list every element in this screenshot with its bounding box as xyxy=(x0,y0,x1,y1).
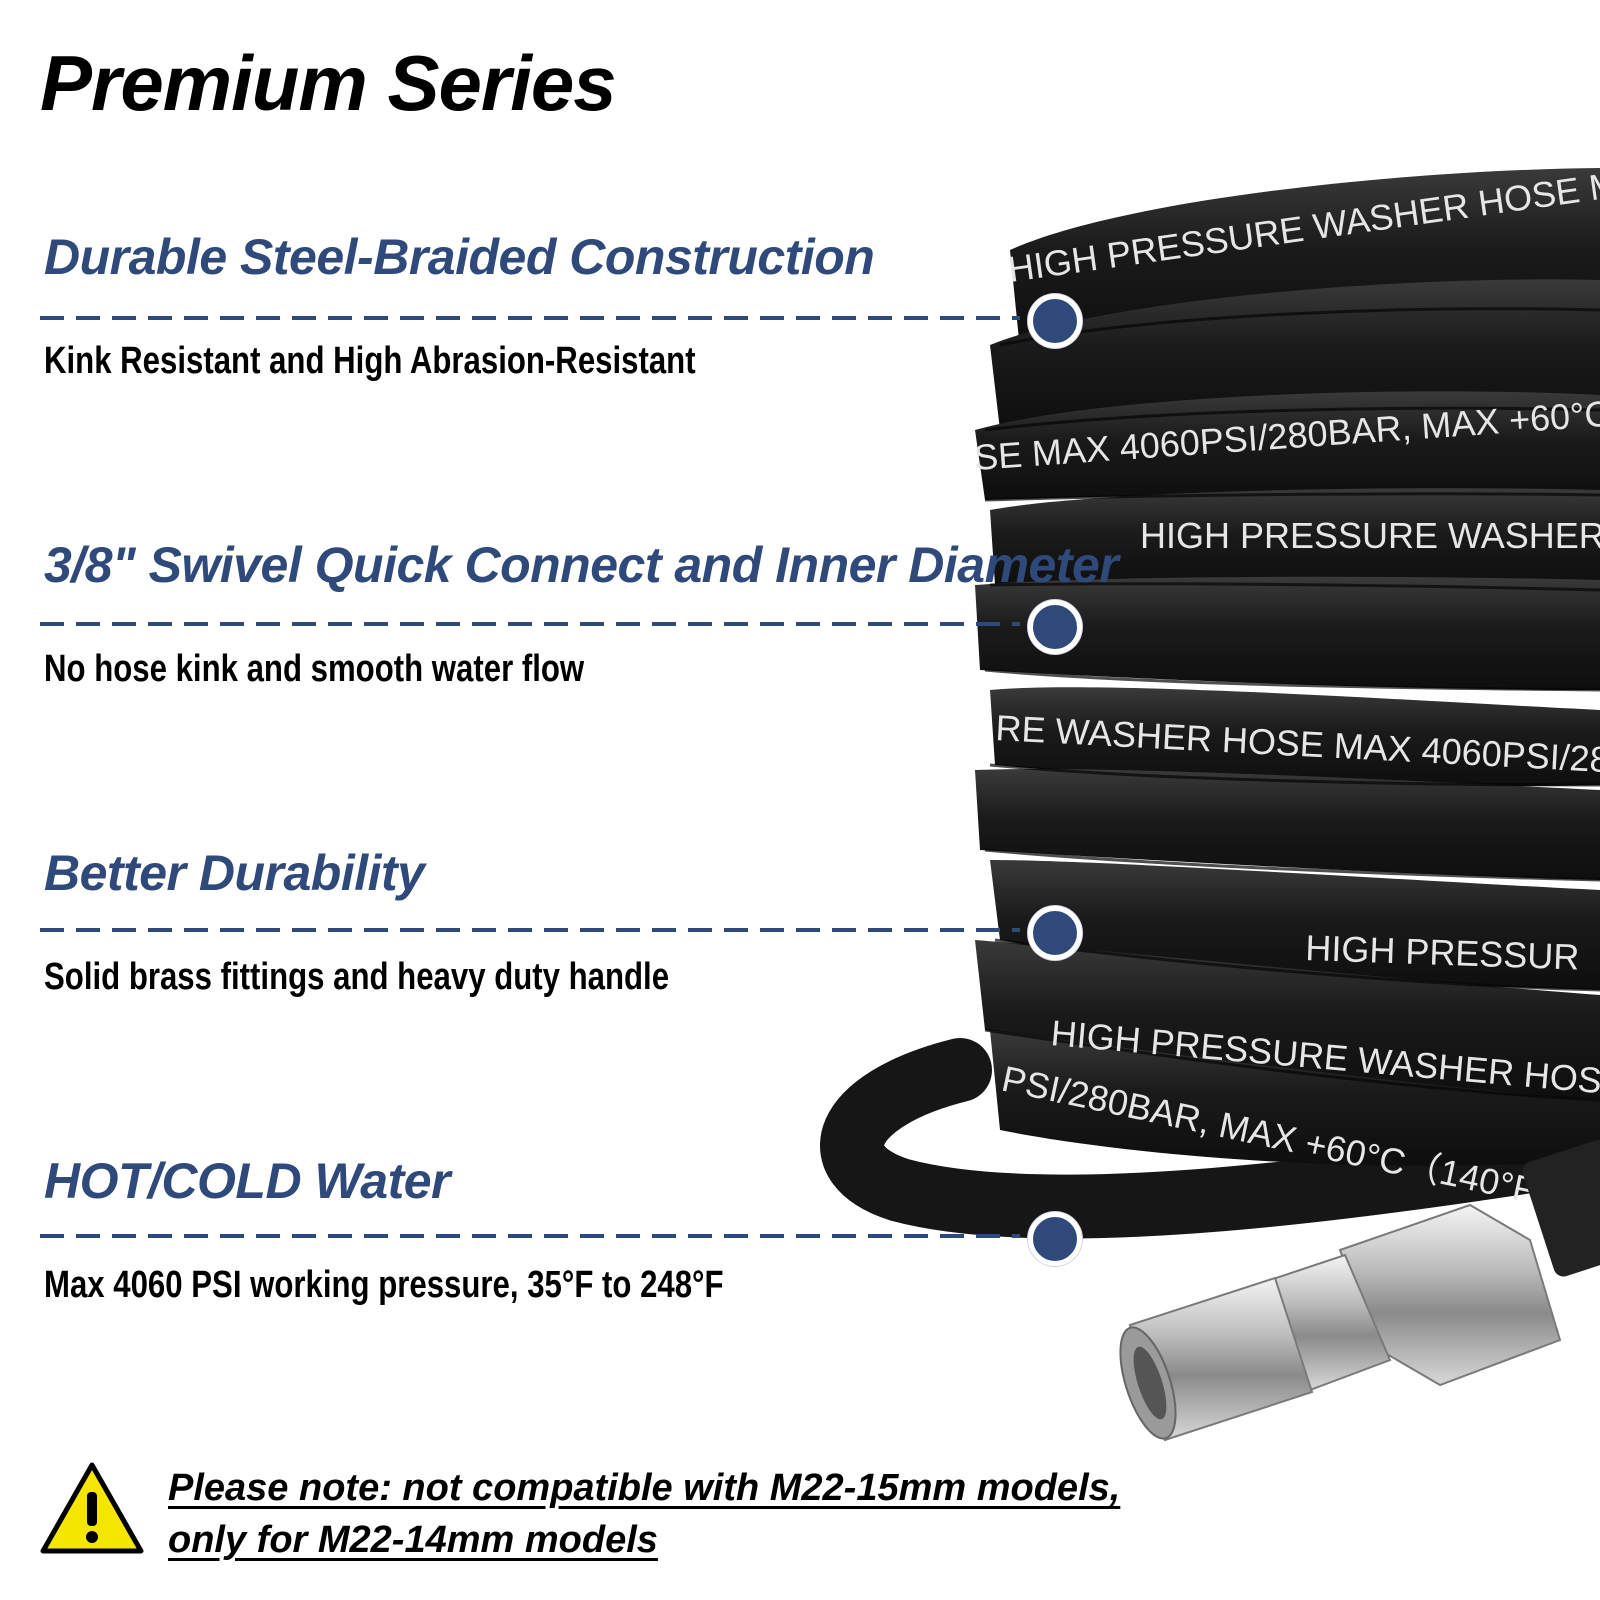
feature-hot-cold: HOT/COLD Water Max 4060 PSI working pres… xyxy=(44,1153,1044,1306)
marker-dot-icon xyxy=(1028,1212,1082,1266)
page-title: Premium Series xyxy=(40,39,617,127)
feature-description: Solid brass fittings and heavy duty hand… xyxy=(44,956,670,998)
feature-description: Max 4060 PSI working pressure, 35°F to 2… xyxy=(44,1264,724,1306)
marker-dot-icon xyxy=(1028,294,1082,348)
hose-loop xyxy=(820,1038,1600,1239)
quick-connect-fitting xyxy=(1119,1139,1600,1442)
hose-print-3: HIGH PRESSURE WASHER xyxy=(1140,515,1600,556)
feature-heading: 3/8" Swivel Quick Connect and Inner Diam… xyxy=(44,537,1119,593)
feature-quick-connect: 3/8" Swivel Quick Connect and Inner Diam… xyxy=(44,537,1119,690)
callout-line xyxy=(40,1234,1020,1238)
feature-durability: Better Durability Solid brass fittings a… xyxy=(44,845,1044,998)
feature-heading: Durable Steel-Braided Construction xyxy=(44,229,875,285)
compatibility-note: Please note: not compatible with M22-15m… xyxy=(168,1462,1120,1566)
marker-dot-icon xyxy=(1028,600,1082,654)
feature-description: No hose kink and smooth water flow xyxy=(44,648,585,690)
feature-heading: Better Durability xyxy=(44,845,425,901)
marker-dot-icon xyxy=(1028,906,1082,960)
hose-print-5: HIGH PRESSUR xyxy=(1305,927,1580,978)
feature-description: Kink Resistant and High Abrasion-Resista… xyxy=(44,340,696,382)
warning-triangle-icon xyxy=(40,1462,144,1554)
note-line-2: only for M22-14mm models xyxy=(168,1519,658,1561)
callout-line xyxy=(40,622,1020,626)
callout-line xyxy=(40,316,1020,320)
note-line-1: Please note: not compatible with M22-15m… xyxy=(168,1467,1121,1509)
callout-line xyxy=(40,928,1020,932)
feature-heading: HOT/COLD Water xyxy=(44,1153,451,1209)
feature-steel-braided: Durable Steel-Braided Construction Kink … xyxy=(44,229,1044,382)
